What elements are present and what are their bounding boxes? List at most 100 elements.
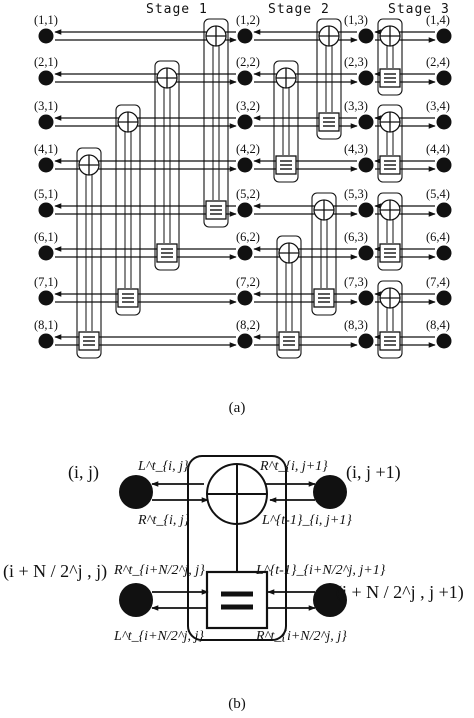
pe-frame xyxy=(115,104,141,316)
equality-icon xyxy=(379,155,401,175)
variable-node xyxy=(436,114,452,130)
pe-frame xyxy=(154,60,180,271)
msg-L-bottom-left: L^t_{i+N/2^j, j} xyxy=(113,629,204,644)
equality-icon xyxy=(318,112,340,132)
variable-node xyxy=(358,157,374,173)
pe-frame xyxy=(311,192,337,316)
variable-node xyxy=(358,202,374,218)
variable-node xyxy=(436,245,452,261)
node-label: (4,1) xyxy=(34,142,58,156)
variable-node xyxy=(358,70,374,86)
node-bottom-right xyxy=(313,583,347,617)
msg-R-bottom-right: R^t_{i+N/2^j, j} xyxy=(255,629,347,644)
node-label: (3,2) xyxy=(236,99,260,113)
node-label: (4,3) xyxy=(344,142,368,156)
equality-icon xyxy=(379,331,401,351)
pe-frame xyxy=(203,18,229,228)
pe-frame xyxy=(273,60,299,183)
variable-node xyxy=(38,28,54,44)
pe-frame xyxy=(377,18,403,96)
stage-3-label: Stage 3 xyxy=(388,2,450,17)
node-label: (6,2) xyxy=(236,230,260,244)
variable-node xyxy=(237,114,253,130)
node-top-left xyxy=(119,475,153,509)
variable-node xyxy=(38,70,54,86)
variable-node xyxy=(436,28,452,44)
node-label: (1,2) xyxy=(236,13,260,27)
equality-icon xyxy=(275,155,297,175)
msg-L-bottom-right: L^{t-1}_{i+N/2^j, j+1} xyxy=(255,563,386,578)
variable-node xyxy=(436,202,452,218)
equality-icon xyxy=(117,288,139,308)
node-label: (5,2) xyxy=(236,187,260,201)
xor-icon xyxy=(78,154,100,176)
equality-icon xyxy=(379,243,401,263)
variable-node xyxy=(237,28,253,44)
stage-1-label: Stage 1 xyxy=(146,2,208,17)
variable-node xyxy=(237,245,253,261)
node-label-bottom-left: (i + N / 2^j , j) xyxy=(3,561,107,582)
xor-icon xyxy=(206,463,268,525)
node-label: (7,4) xyxy=(426,275,450,289)
stage-2-label: Stage 2 xyxy=(268,2,330,17)
node-label: (1,4) xyxy=(426,13,450,27)
pe-frame xyxy=(276,235,302,359)
node-label: (7,1) xyxy=(34,275,58,289)
node-label-top-right: (i, j +1) xyxy=(346,462,401,483)
pe-frame xyxy=(377,280,403,359)
variable-node xyxy=(38,114,54,130)
variable-node xyxy=(38,157,54,173)
xor-icon xyxy=(313,199,335,221)
pe-frame xyxy=(76,147,102,359)
node-label-layer: (1,1)(2,1)(3,1)(4,1)(5,1)(6,1)(7,1)(8,1)… xyxy=(34,13,450,332)
xor-icon xyxy=(117,111,139,133)
node-label: (3,3) xyxy=(344,99,368,113)
xor-icon xyxy=(379,25,401,47)
msg-L-top: L^t_{i, j} xyxy=(137,459,189,474)
node-top-right xyxy=(313,475,347,509)
node-label: (5,1) xyxy=(34,187,58,201)
node-label: (2,4) xyxy=(426,55,450,69)
xor-icon xyxy=(156,67,178,89)
caption-b: (b) xyxy=(228,696,246,712)
pe-frame xyxy=(316,18,342,140)
node-label: (8,4) xyxy=(426,318,450,332)
processing-element-layer xyxy=(76,18,403,359)
node-label: (2,1) xyxy=(34,55,58,69)
equality-icon xyxy=(379,68,401,88)
node-label: (8,1) xyxy=(34,318,58,332)
xor-icon xyxy=(278,242,300,264)
variable-node xyxy=(237,202,253,218)
node-label: (6,4) xyxy=(426,230,450,244)
variable-node xyxy=(358,290,374,306)
msg-R-top-right: R^t_{i, j+1} xyxy=(259,459,328,474)
node-label: (6,1) xyxy=(34,230,58,244)
xor-icon xyxy=(318,25,340,47)
variable-node xyxy=(436,157,452,173)
node-label: (5,3) xyxy=(344,187,368,201)
variable-node xyxy=(436,290,452,306)
variable-node xyxy=(38,333,54,349)
node-label: (8,2) xyxy=(236,318,260,332)
node-label: (7,3) xyxy=(344,275,368,289)
equality-icon xyxy=(205,570,269,630)
diagram-b: (i, j) (i, j +1) (i + N / 2^j , j) (i + … xyxy=(3,455,464,712)
xor-icon xyxy=(275,67,297,89)
xor-icon xyxy=(205,25,227,47)
variable-node xyxy=(436,70,452,86)
equality-icon xyxy=(205,200,227,220)
node-label-top-left: (i, j) xyxy=(68,462,99,483)
node-label: (1,1) xyxy=(34,13,58,27)
pe-frame xyxy=(377,104,403,183)
variable-node xyxy=(237,333,253,349)
xor-icon xyxy=(379,199,401,221)
node-label: (7,2) xyxy=(236,275,260,289)
node-label: (3,4) xyxy=(426,99,450,113)
msg-L-top-right: L^{t-1}_{i, j+1} xyxy=(261,513,352,528)
equality-icon xyxy=(313,288,335,308)
msg-R-top: R^t_{i, j} xyxy=(137,513,190,528)
equality-icon xyxy=(156,243,178,263)
caption-a: (a) xyxy=(229,400,246,416)
variable-node xyxy=(358,333,374,349)
